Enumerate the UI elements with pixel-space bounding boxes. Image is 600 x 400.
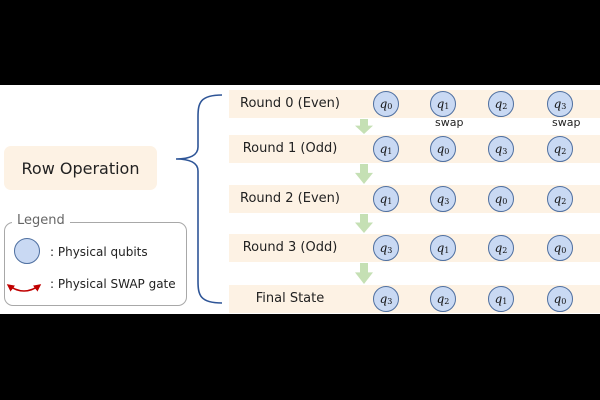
row-operation-label: Row Operation — [21, 158, 140, 178]
swap-text: swap — [552, 116, 581, 129]
legend-box — [4, 222, 187, 306]
row-operation-box: Row Operation — [4, 146, 157, 190]
legend-qubit-label: : Physical qubits — [50, 245, 148, 259]
round-row — [229, 185, 600, 213]
down-arrow-icon — [355, 119, 373, 134]
round-label: Round 3 (Odd) — [242, 240, 338, 255]
down-arrow-icon — [355, 214, 373, 233]
round-row — [229, 234, 600, 262]
curly-brace — [175, 94, 223, 304]
round-row — [229, 285, 600, 313]
round-row — [229, 90, 600, 118]
diagram-canvas: Row Operation Legend : Physical qubits :… — [0, 85, 600, 314]
round-label: Round 0 (Even) — [240, 96, 340, 111]
round-label: Final State — [255, 291, 325, 306]
round-label: Round 1 (Odd) — [242, 141, 338, 156]
down-arrow-icon — [355, 164, 373, 184]
legend-swap-arrow-icon — [6, 284, 42, 292]
round-row — [229, 135, 600, 163]
swap-text: swap — [435, 116, 464, 129]
legend-swap-label: : Physical SWAP gate — [50, 277, 176, 291]
legend-qubit-icon — [14, 238, 40, 264]
legend-title: Legend — [12, 213, 70, 228]
down-arrow-icon — [355, 263, 373, 284]
round-label: Round 2 (Even) — [240, 191, 340, 206]
